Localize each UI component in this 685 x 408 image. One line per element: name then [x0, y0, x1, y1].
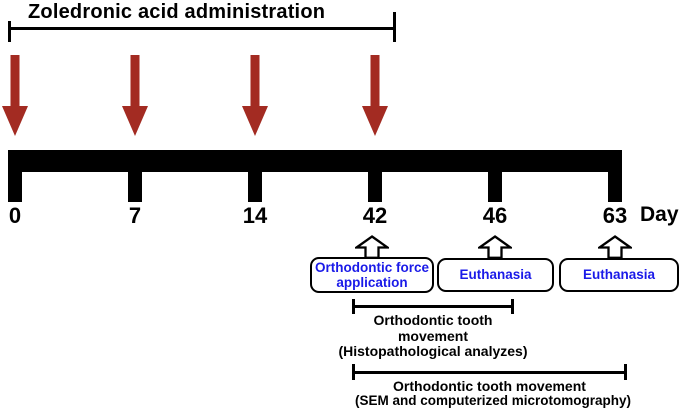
- sem-bracket-line: [353, 371, 626, 374]
- timeline-day-label: 42: [362, 203, 388, 228]
- timeline-tick: [488, 172, 502, 202]
- timeline-tick: [248, 172, 262, 202]
- timeline-tick: [128, 172, 142, 202]
- sem-bracket-sublabel: (SEM and computerized microtomography): [354, 393, 632, 408]
- timeline-day-label: 14: [242, 203, 268, 228]
- sem-bracket-right-cap: [624, 364, 627, 380]
- zoledronic-administration-title: Zoledronic acid administration: [28, 1, 326, 23]
- timeline-day-label: 63: [602, 203, 628, 228]
- histopathology-bracket-right-cap: [511, 299, 514, 314]
- event-up-arrow-icon: [355, 235, 389, 259]
- histopathology-bracket-left-cap: [352, 299, 355, 314]
- event-up-arrow-icon: [598, 235, 632, 259]
- administration-period-bracket-line: [8, 27, 396, 30]
- sem-bracket-label: Orthodontic tooth movement: [393, 378, 586, 394]
- event-box-euthanasia-day63: Euthanasia: [559, 258, 679, 292]
- administration-period-bracket-left-cap: [8, 21, 11, 42]
- event-box-orthodontic-force-application: Orthodontic force application: [310, 257, 434, 293]
- timeline-bar: [8, 150, 622, 172]
- timeline-tick: [608, 172, 622, 202]
- injection-arrow-icon: [362, 55, 388, 136]
- event-up-arrow-icon: [478, 235, 512, 259]
- injection-arrow-icon: [2, 55, 28, 136]
- injection-arrow-icon: [242, 55, 268, 136]
- timeline-day-label: 7: [128, 203, 142, 228]
- event-box-euthanasia-day46: Euthanasia: [437, 258, 554, 292]
- day-axis-label: Day: [640, 203, 679, 226]
- timeline-tick: [8, 172, 22, 202]
- event-label: Euthanasia: [459, 267, 532, 283]
- histopathology-bracket-label: Orthodontic tooth movement: [373, 312, 493, 344]
- event-label: Orthodontic force application: [315, 259, 429, 290]
- timeline-tick: [368, 172, 382, 202]
- histopathology-bracket-line: [353, 305, 513, 308]
- sem-bracket-left-cap: [352, 364, 355, 380]
- histopathology-bracket-sublabel: (Histopathological analyzes): [338, 343, 528, 359]
- administration-period-bracket-right-cap: [393, 12, 396, 42]
- injection-arrow-icon: [122, 55, 148, 136]
- timeline-day-label: 46: [482, 203, 508, 228]
- event-label: Euthanasia: [582, 267, 656, 283]
- timeline-day-label: 0: [8, 203, 22, 228]
